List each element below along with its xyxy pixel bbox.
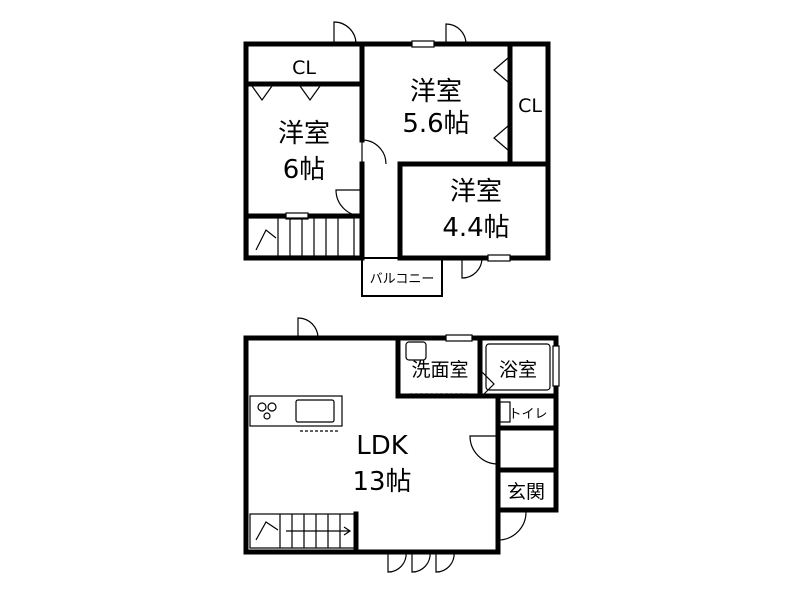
second-floor-plan: CL 洋室 6帖 洋室 5.6帖 CL 洋室 4.4帖 バルコニー [243, 21, 551, 297]
room-name: 玄関 [507, 481, 545, 503]
closet-door [299, 85, 321, 102]
stairs-upper [247, 217, 355, 257]
door-swing [461, 257, 483, 279]
door-swing [387, 551, 407, 573]
door-swing [411, 551, 431, 573]
door-swing [469, 435, 499, 465]
balcony-outline [361, 257, 443, 297]
window [445, 334, 473, 342]
room-name: 洋室 [450, 177, 502, 207]
window [411, 40, 435, 48]
bathtub [485, 343, 551, 391]
room-size: 6帖 [283, 155, 326, 185]
window [487, 254, 511, 262]
door-swing [297, 317, 319, 339]
door-swing [335, 189, 363, 217]
entrance-door [497, 511, 527, 541]
room-name: トイレ [508, 407, 547, 422]
room-size: 4.4帖 [442, 213, 509, 243]
room-name: 洋室 [410, 77, 462, 107]
room-size: 13帖 [352, 467, 411, 497]
room-name: LDK [356, 431, 409, 461]
closet-label: CL [518, 95, 542, 117]
balcony-label: バルコニー [370, 272, 435, 287]
second-floor-outer-wall [243, 41, 551, 261]
closet-door [493, 125, 509, 151]
closet-label: CL [292, 57, 316, 79]
room-size: 5.6帖 [402, 109, 469, 139]
window [285, 212, 309, 220]
room-name: 洋室 [278, 119, 330, 149]
door-swing [333, 21, 357, 45]
kitchen-counter [249, 395, 343, 432]
room-name: 浴室 [499, 359, 537, 381]
window [552, 345, 560, 387]
first-floor-plan: 洗面室 浴室 トイレ LDK 13帖 玄関 [243, 317, 560, 573]
door-swing [435, 551, 455, 573]
toilet-fixture [499, 401, 511, 423]
closet-door [251, 85, 273, 102]
stairs-lower [249, 511, 359, 555]
door-swing [361, 139, 387, 165]
door-swing [445, 23, 467, 45]
room-name: 洗面室 [411, 359, 468, 381]
door-marker [481, 371, 495, 397]
closet-door [493, 57, 509, 83]
wash-basin [405, 341, 427, 361]
